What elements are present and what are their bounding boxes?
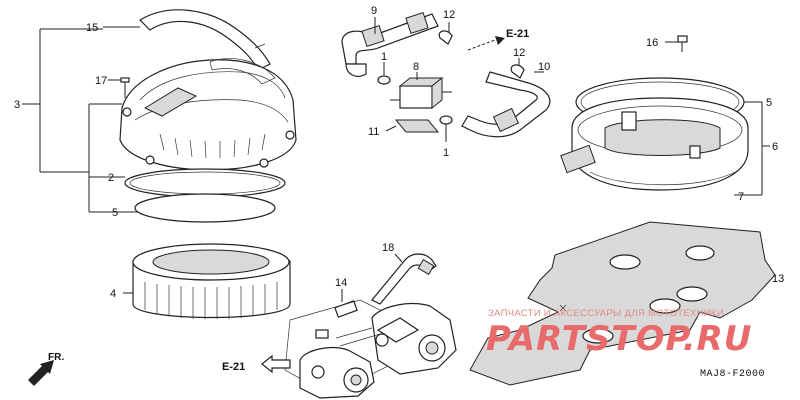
pad-11 <box>394 119 440 133</box>
air-filter-4 <box>132 243 291 319</box>
seal-ring-5-left <box>134 193 276 223</box>
carburetor-hose-18 <box>371 253 437 305</box>
callout-6: 6 <box>772 141 778 153</box>
valve-8 <box>390 76 452 110</box>
watermark-brand: PARTSTOP.RU <box>486 319 752 359</box>
callout-1-top: 1 <box>381 51 387 63</box>
ref-e21-bottom: E-21 <box>222 361 245 373</box>
callout-9: 9 <box>371 5 377 17</box>
clamp-1a <box>377 75 391 85</box>
callout-1-bottom: 1 <box>443 147 449 159</box>
diagram-code: MAJ8-F2000 <box>700 369 765 380</box>
hose-15 <box>139 9 271 71</box>
breather-hose-10 <box>461 71 551 138</box>
callout-8: 8 <box>413 61 419 73</box>
mat-13 <box>469 221 776 386</box>
callout-17: 17 <box>95 75 107 87</box>
arrow-e21-top <box>467 36 505 51</box>
clamp-12b <box>510 64 525 79</box>
callout-4: 4 <box>110 288 116 300</box>
clamp-12a <box>438 30 453 45</box>
front-direction-label: FR. <box>48 352 64 363</box>
watermark-caption: ЗАПЧАСТИ И АКСЕССУАРЫ ДЛЯ МОТОТЕХНИКИ <box>488 308 724 319</box>
callout-5-left: 5 <box>112 207 118 219</box>
callout-12-top: 12 <box>443 9 455 21</box>
clamp-1b <box>439 115 453 125</box>
callout-11: 11 <box>368 126 379 138</box>
front-direction-arrow-icon <box>28 360 54 386</box>
cleaner-case-6 <box>560 97 749 191</box>
ref-e21-top: E-21 <box>506 28 529 40</box>
seal-ring-2 <box>124 168 286 198</box>
cleaner-cover-3 <box>119 58 297 171</box>
leaders-left <box>22 26 140 294</box>
callout-7: 7 <box>738 191 744 203</box>
joint-14 <box>334 289 358 318</box>
breather-hose-9 <box>341 11 439 77</box>
callout-14: 14 <box>335 277 347 289</box>
callout-13: 13 <box>772 273 784 285</box>
callout-15: 15 <box>86 22 98 34</box>
callout-5-right: 5 <box>766 97 772 109</box>
leaders-center <box>374 17 544 142</box>
callout-16: 16 <box>646 37 658 49</box>
callout-10: 10 <box>538 61 550 73</box>
screw-16 <box>665 35 688 52</box>
arrow-e21-bottom <box>261 354 291 374</box>
callout-3: 3 <box>14 99 20 111</box>
callout-12-right: 12 <box>513 47 525 59</box>
callout-2: 2 <box>108 172 114 184</box>
callout-18: 18 <box>382 242 394 254</box>
carburetors <box>284 299 457 399</box>
